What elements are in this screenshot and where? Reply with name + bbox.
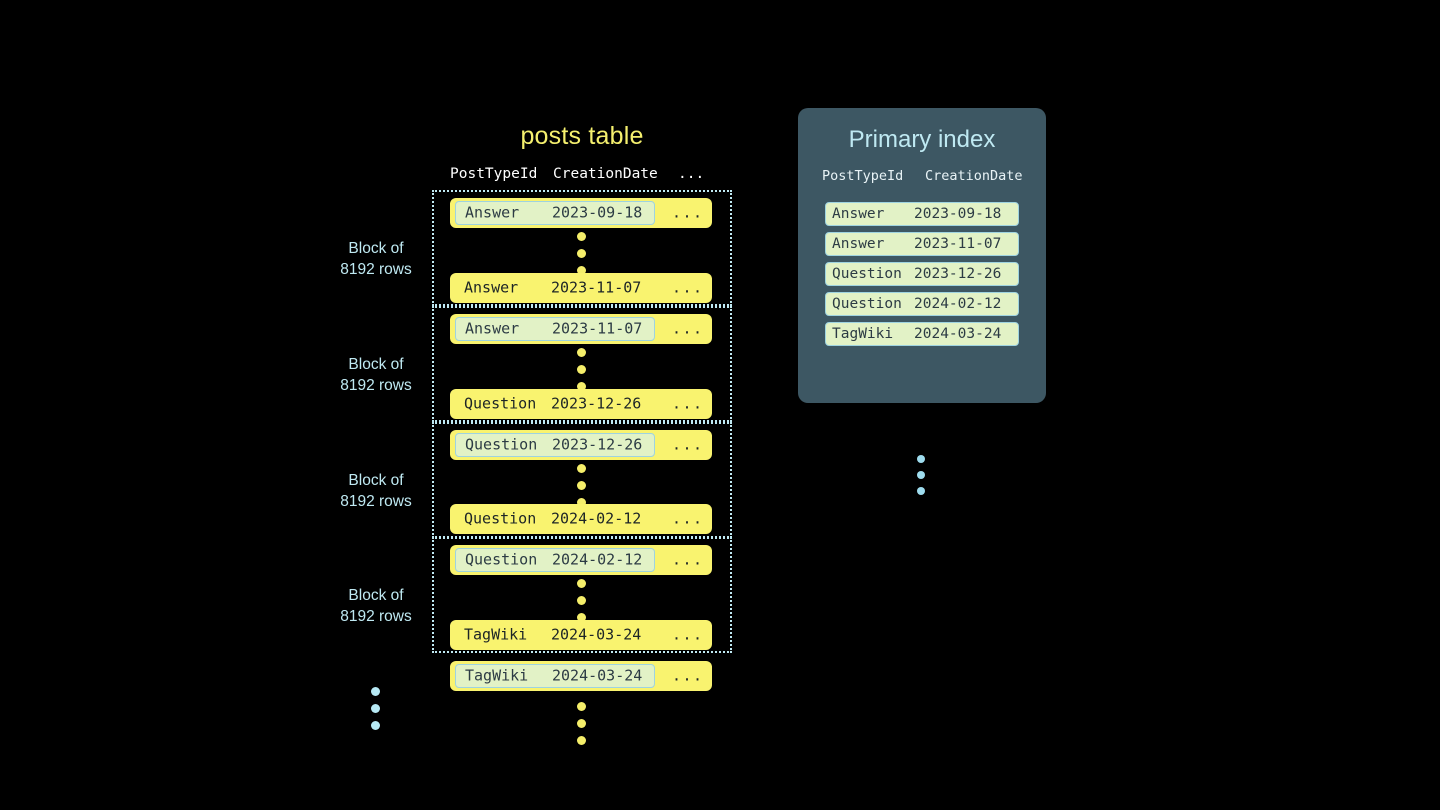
rows-elided-dots <box>577 348 587 399</box>
table-row: Question 2024-02-12 ... <box>450 504 712 534</box>
cell-posttypeid: Question <box>832 295 902 312</box>
cell-ellipsis: ... <box>672 435 704 454</box>
block-2-label-line2: 8192 rows <box>340 377 412 394</box>
cell-posttypeid: Question <box>464 394 537 413</box>
block-1-label: Block of 8192 rows <box>316 238 436 280</box>
cell-creationdate: 2024-03-24 <box>914 325 1002 342</box>
block-1-label-line1: Block of <box>348 240 404 257</box>
posts-table-title: posts table <box>520 122 644 150</box>
block-2 <box>432 306 732 422</box>
cell-ellipsis: ... <box>672 550 704 569</box>
cell-posttypeid: Question <box>465 550 538 569</box>
cell-creationdate: 2023-12-26 <box>914 265 1002 282</box>
cell-ellipsis: ... <box>672 509 704 528</box>
column-header-posttypeid: PostTypeId <box>450 166 538 182</box>
block-1-label-line2: 8192 rows <box>340 261 412 278</box>
cell-creationdate: 2024-03-24 <box>552 666 643 685</box>
block-1 <box>432 190 732 306</box>
cell-posttypeid: Answer <box>465 203 520 222</box>
index-column-header-creationdate: CreationDate <box>925 168 1023 184</box>
cell-creationdate: 2023-12-26 <box>552 435 643 454</box>
index-row: Question 2023-12-26 <box>825 262 1019 286</box>
blocks-continue-dots <box>371 687 381 738</box>
cell-posttypeid: Answer <box>464 278 519 297</box>
cell-creationdate: 2023-11-07 <box>551 278 642 297</box>
table-row: Question 2023-12-26 ... <box>450 389 712 419</box>
cell-posttypeid: Answer <box>832 235 885 252</box>
index-column-header-posttypeid: PostTypeId <box>822 168 904 184</box>
index-continues-dots <box>917 455 927 503</box>
row-key-highlight: Question 2024-02-12 <box>455 548 655 572</box>
row-key-highlight: TagWiki 2024-03-24 <box>455 664 655 688</box>
cell-creationdate: 2023-09-18 <box>552 203 643 222</box>
block-2-label-line1: Block of <box>348 356 404 373</box>
cell-posttypeid: Question <box>832 265 902 282</box>
primary-index-title: Primary index <box>848 126 996 153</box>
table-row: Answer 2023-09-18 ... <box>450 198 712 228</box>
table-row: Answer 2023-11-07 ... <box>450 273 712 303</box>
block-2-label: Block of 8192 rows <box>316 354 436 396</box>
table-row: TagWiki 2024-03-24 ... <box>450 661 712 691</box>
cell-ellipsis: ... <box>672 203 704 222</box>
rows-elided-dots <box>577 464 587 515</box>
index-row: Answer 2023-09-18 <box>825 202 1019 226</box>
block-4 <box>432 537 732 653</box>
index-row: Question 2024-02-12 <box>825 292 1019 316</box>
table-continues-dots <box>577 702 587 753</box>
cell-creationdate: 2023-11-07 <box>914 235 1002 252</box>
table-row: Question 2023-12-26 ... <box>450 430 712 460</box>
table-row: Answer 2023-11-07 ... <box>450 314 712 344</box>
cell-creationdate: 2023-11-07 <box>552 319 643 338</box>
posts-table-column-headers: PostTypeId CreationDate ... <box>450 166 712 186</box>
table-row: Question 2024-02-12 ... <box>450 545 712 575</box>
cell-ellipsis: ... <box>672 625 704 644</box>
column-header-ellipsis: ... <box>678 166 705 182</box>
block-3-label-line1: Block of <box>348 472 404 489</box>
block-3-label: Block of 8192 rows <box>316 470 436 512</box>
index-row: Answer 2023-11-07 <box>825 232 1019 256</box>
primary-index-column-headers: PostTypeId CreationDate <box>822 168 1023 188</box>
cell-creationdate: 2024-02-12 <box>914 295 1002 312</box>
row-key-highlight: Question 2023-12-26 <box>455 433 655 457</box>
primary-index-panel: Primary index PostTypeId CreationDate An… <box>798 108 1046 495</box>
table-row: TagWiki 2024-03-24 ... <box>450 620 712 650</box>
cell-creationdate: 2023-09-18 <box>914 205 1002 222</box>
cell-creationdate: 2024-02-12 <box>552 550 643 569</box>
cell-posttypeid: Question <box>464 509 537 528</box>
cell-posttypeid: TagWiki <box>832 325 894 342</box>
column-header-creationdate: CreationDate <box>553 166 658 182</box>
cell-posttypeid: Answer <box>465 319 520 338</box>
cell-ellipsis: ... <box>672 394 704 413</box>
cell-ellipsis: ... <box>672 319 704 338</box>
block-3-label-line2: 8192 rows <box>340 493 412 510</box>
block-4-label-line1: Block of <box>348 587 404 604</box>
cell-ellipsis: ... <box>672 666 704 685</box>
cell-creationdate: 2024-03-24 <box>551 625 642 644</box>
cell-creationdate: 2023-12-26 <box>551 394 642 413</box>
row-key-highlight: Answer 2023-11-07 <box>455 317 655 341</box>
cell-posttypeid: TagWiki <box>464 625 528 644</box>
cell-posttypeid: Answer <box>832 205 885 222</box>
block-4-label: Block of 8192 rows <box>316 585 436 627</box>
rows-elided-dots <box>577 579 587 630</box>
cell-ellipsis: ... <box>672 278 704 297</box>
block-4-label-line2: 8192 rows <box>340 608 412 625</box>
rows-elided-dots <box>577 232 587 283</box>
cell-posttypeid: TagWiki <box>465 666 529 685</box>
index-row: TagWiki 2024-03-24 <box>825 322 1019 346</box>
cell-creationdate: 2024-02-12 <box>551 509 642 528</box>
row-key-highlight: Answer 2023-09-18 <box>455 201 655 225</box>
cell-posttypeid: Question <box>465 435 538 454</box>
